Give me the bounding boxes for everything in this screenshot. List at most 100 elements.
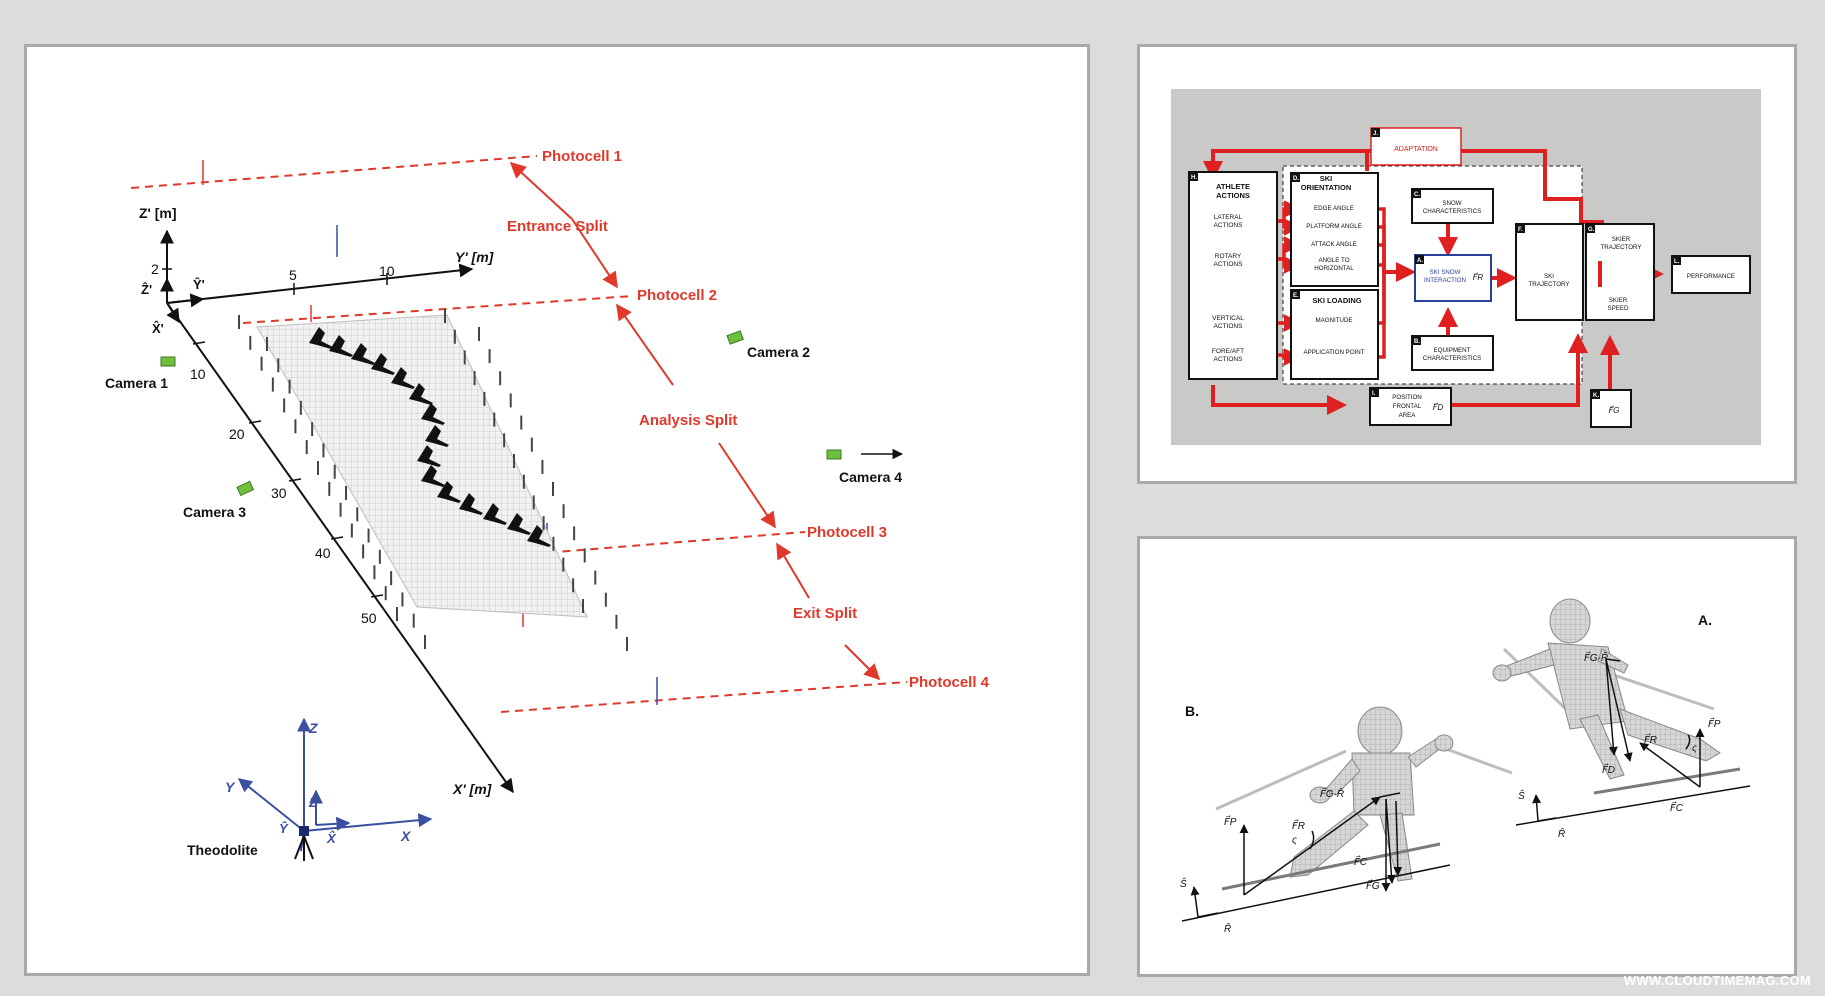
svg-text:HORIZONTAL: HORIZONTAL xyxy=(1314,265,1354,272)
camera-2-label: Camera 2 xyxy=(747,344,810,360)
svg-text:SNOW: SNOW xyxy=(1442,200,1461,207)
snow-characteristics-box xyxy=(1411,188,1494,224)
svg-text:ACTIONS: ACTIONS xyxy=(1214,261,1244,268)
svg-text:F.: F. xyxy=(1518,227,1523,233)
athlete-actions-box xyxy=(1188,171,1278,380)
camera-3-icon xyxy=(236,480,255,497)
y-hat-label: Ŷ' xyxy=(193,277,205,292)
skier-silhouette xyxy=(421,465,445,487)
svg-text:R̂: R̂ xyxy=(1224,921,1231,935)
skier-silhouette xyxy=(409,383,433,405)
x-tick: 50 xyxy=(361,610,377,626)
svg-text:LATERAL: LATERAL xyxy=(1214,214,1243,221)
svg-text:EQUIPMENT: EQUIPMENT xyxy=(1434,347,1471,354)
svg-text:PERFORMANCE: PERFORMANCE xyxy=(1687,273,1735,280)
z-hat-label: Ẑ' xyxy=(141,282,152,297)
svg-text:AREA: AREA xyxy=(1399,412,1417,419)
svg-text:ACTIONS: ACTIONS xyxy=(1214,356,1244,363)
svg-text:A.: A. xyxy=(1417,258,1423,264)
svg-text:ς: ς xyxy=(1692,743,1697,754)
x-prime-axis-label: X' [m] xyxy=(452,781,493,797)
skier-b xyxy=(1215,706,1513,891)
skier-trajectory-box xyxy=(1585,223,1655,321)
performance-box xyxy=(1671,255,1751,294)
ski-orientation-box xyxy=(1290,172,1379,287)
exit-split-label: Exit Split xyxy=(793,605,857,622)
svg-text:F⃗G: F⃗G xyxy=(1366,879,1380,892)
skier-silhouette xyxy=(329,335,353,357)
svg-text:Ŝ: Ŝ xyxy=(1180,877,1187,890)
svg-text:F⃗R: F⃗R xyxy=(1292,819,1305,832)
x-tick: 10 xyxy=(190,366,206,382)
svg-text:Z: Z xyxy=(308,720,318,736)
svg-text:ANGLE TO: ANGLE TO xyxy=(1318,257,1349,264)
photocell-4-label: Photocell 4 xyxy=(909,674,990,691)
svg-text:D.: D. xyxy=(1293,176,1299,182)
skier-silhouette xyxy=(421,403,445,425)
skier-silhouette xyxy=(351,343,375,365)
svg-text:SKIER: SKIER xyxy=(1612,236,1631,243)
svg-text:ATTACK ANGLE: ATTACK ANGLE xyxy=(1311,241,1357,248)
camera-2-icon xyxy=(726,330,744,345)
gate-poles xyxy=(238,309,628,651)
svg-text:F⃗G·R̂: F⃗G·R̂ xyxy=(1584,650,1608,664)
x-tick: 30 xyxy=(271,485,287,501)
svg-text:B.: B. xyxy=(1414,339,1420,345)
svg-text:F⃗G·R̂: F⃗G·R̂ xyxy=(1320,786,1344,800)
svg-text:F⃗G: F⃗G xyxy=(1609,405,1620,415)
svg-text:TRAJECTORY: TRAJECTORY xyxy=(1600,244,1641,251)
camera-3-label: Camera 3 xyxy=(183,504,246,520)
svg-text:FRONTAL: FRONTAL xyxy=(1393,403,1422,410)
track-setup-diagram: Photocell 1 Photocell 2 Photocell 3 Phot… xyxy=(105,148,990,861)
ski-trajectory-box xyxy=(1515,223,1584,321)
svg-text:EDGE ANGLE: EDGE ANGLE xyxy=(1314,205,1354,212)
svg-text:SKI SNOW: SKI SNOW xyxy=(1430,269,1461,276)
skier-silhouette xyxy=(391,367,415,389)
equipment-characteristics-box xyxy=(1411,335,1494,371)
svg-text:ATHLETE: ATHLETE xyxy=(1216,182,1250,191)
svg-text:Ẑ: Ẑ xyxy=(308,795,318,810)
svg-text:ORIENTATION: ORIENTATION xyxy=(1301,183,1352,192)
svg-text:F⃗D: F⃗D xyxy=(1602,763,1615,776)
watermark: WWW.CLOUDTIMEMAG.COM xyxy=(1623,973,1811,988)
skier-silhouette xyxy=(483,503,507,525)
svg-text:ACTIONS: ACTIONS xyxy=(1214,222,1244,229)
entrance-split-label: Entrance Split xyxy=(507,218,608,235)
skier-silhouette xyxy=(417,445,441,467)
camera-4-icon xyxy=(826,449,842,460)
svg-text:H.: H. xyxy=(1191,175,1197,181)
photocell-lines xyxy=(130,155,908,713)
theodolite: Z Y X Ẑ Ŷ X̂ Theodolite xyxy=(187,717,433,861)
z-prime-axis-label: Z' [m] xyxy=(139,205,177,221)
skier-silhouette xyxy=(309,327,333,349)
skier-silhouettes xyxy=(309,327,551,547)
svg-text:TRAJECTORY: TRAJECTORY xyxy=(1528,281,1569,288)
flow-diagram-panel: J. ADAPTATION H. ATHLETE ACTIONS LATERAL… xyxy=(1137,44,1797,484)
skier-silhouette xyxy=(437,481,461,503)
camera-1-icon xyxy=(160,356,176,367)
svg-text:F⃗C: F⃗C xyxy=(1354,855,1368,868)
svg-text:CHARACTERISTICS: CHARACTERISTICS xyxy=(1423,208,1481,215)
svg-text:INTERACTION: INTERACTION xyxy=(1424,277,1466,284)
svg-text:SPEED: SPEED xyxy=(1608,305,1630,312)
y-prime-axis-label: Y' [m] xyxy=(455,249,495,265)
analysis-split-label: Analysis Split xyxy=(639,412,737,429)
svg-text:E.: E. xyxy=(1293,293,1299,299)
figure-b-label: B. xyxy=(1185,703,1199,719)
x-hat-label: X̂' xyxy=(152,321,164,336)
svg-text:F⃗R: F⃗R xyxy=(1473,272,1484,282)
skier-forces-panel: A. B. Ŝ xyxy=(1137,536,1797,977)
svg-text:J.: J. xyxy=(1373,131,1378,137)
svg-text:L.: L. xyxy=(1674,259,1680,265)
coordinate-axes xyxy=(160,229,514,794)
camera-1-label: Camera 1 xyxy=(105,375,168,391)
skier-silhouette xyxy=(459,493,483,515)
x-tick: 40 xyxy=(315,545,331,561)
svg-text:X̂: X̂ xyxy=(326,831,337,846)
y-tick: 10 xyxy=(379,263,395,279)
adaptation-label: ADAPTATION xyxy=(1394,146,1438,153)
svg-text:Ŝ: Ŝ xyxy=(1518,789,1525,802)
svg-text:CHARACTERISTICS: CHARACTERISTICS xyxy=(1423,355,1481,362)
svg-text:K.: K. xyxy=(1593,393,1599,399)
z-tick: 2 xyxy=(151,261,159,277)
